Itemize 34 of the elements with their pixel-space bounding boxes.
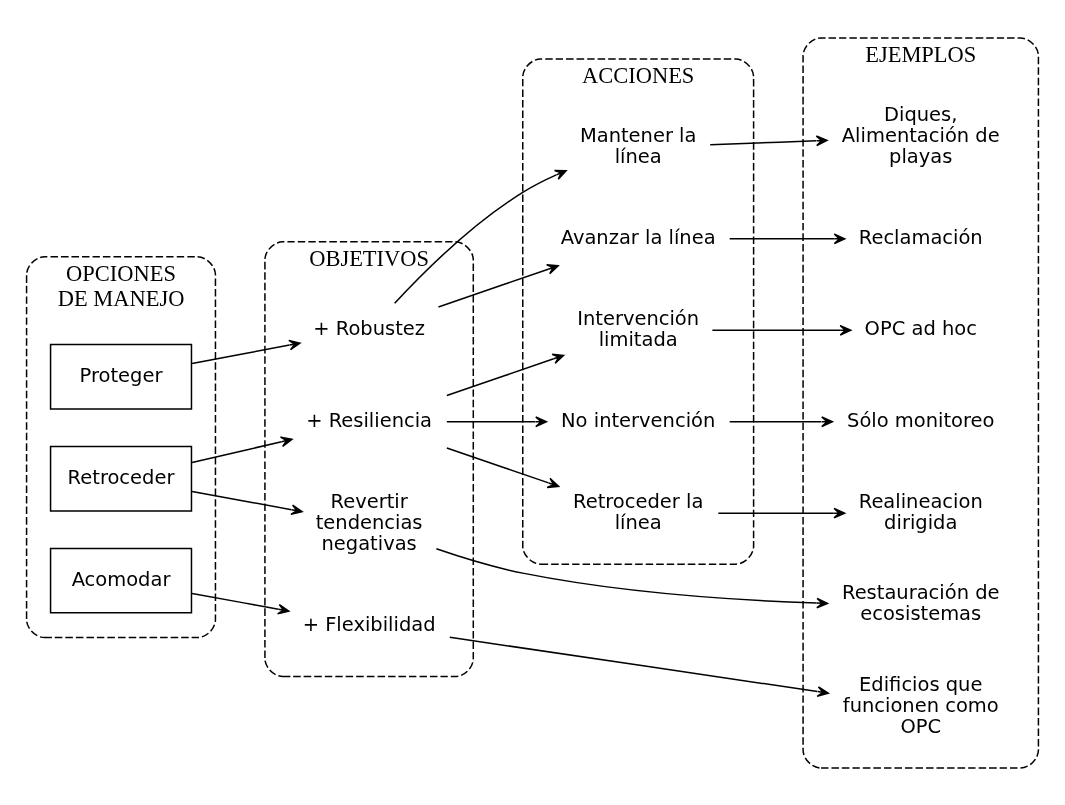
node-box: Acomodar	[49, 547, 193, 614]
node-text: Edificios que funcionen como OPC	[842, 672, 999, 738]
node-text: No intervención	[561, 408, 716, 432]
node-text: OPC ad hoc	[864, 316, 977, 340]
arrow	[446, 353, 565, 396]
arrow	[191, 435, 293, 463]
arrow	[717, 507, 846, 519]
arrow	[393, 169, 567, 304]
arrow	[191, 490, 303, 515]
node-text: + Resiliencia	[306, 408, 433, 432]
node-box: Proteger	[49, 343, 193, 410]
arrow	[435, 547, 829, 609]
arrow	[437, 263, 559, 308]
arrow	[191, 592, 290, 615]
arrow	[449, 636, 829, 697]
node-text: Retroceder la línea	[573, 489, 704, 534]
arrow	[711, 324, 852, 336]
node-text: Mantener la línea	[579, 123, 697, 168]
arrow	[191, 339, 301, 364]
arrow	[446, 415, 548, 427]
node-text: Sólo monitoreo	[847, 408, 995, 432]
node-text: + Robustez	[313, 316, 425, 340]
node-text: Reclamación	[858, 225, 983, 249]
node-text: Avanzar la línea	[560, 225, 716, 249]
node-text: Revertir tendencias negativas	[315, 489, 423, 555]
arrow	[728, 415, 833, 427]
node-text: Restauración de ecosistemas	[842, 580, 1000, 625]
node-text: + Flexibilidad	[302, 612, 436, 636]
arrow	[446, 446, 560, 488]
node-text: Realineacion dirigida	[858, 489, 983, 534]
node-text: Intervención limitada	[577, 306, 700, 351]
node-box: Retroceder	[49, 445, 193, 512]
arrow	[728, 232, 846, 244]
node-text: Diques, Alimentación de playas	[841, 102, 1000, 168]
